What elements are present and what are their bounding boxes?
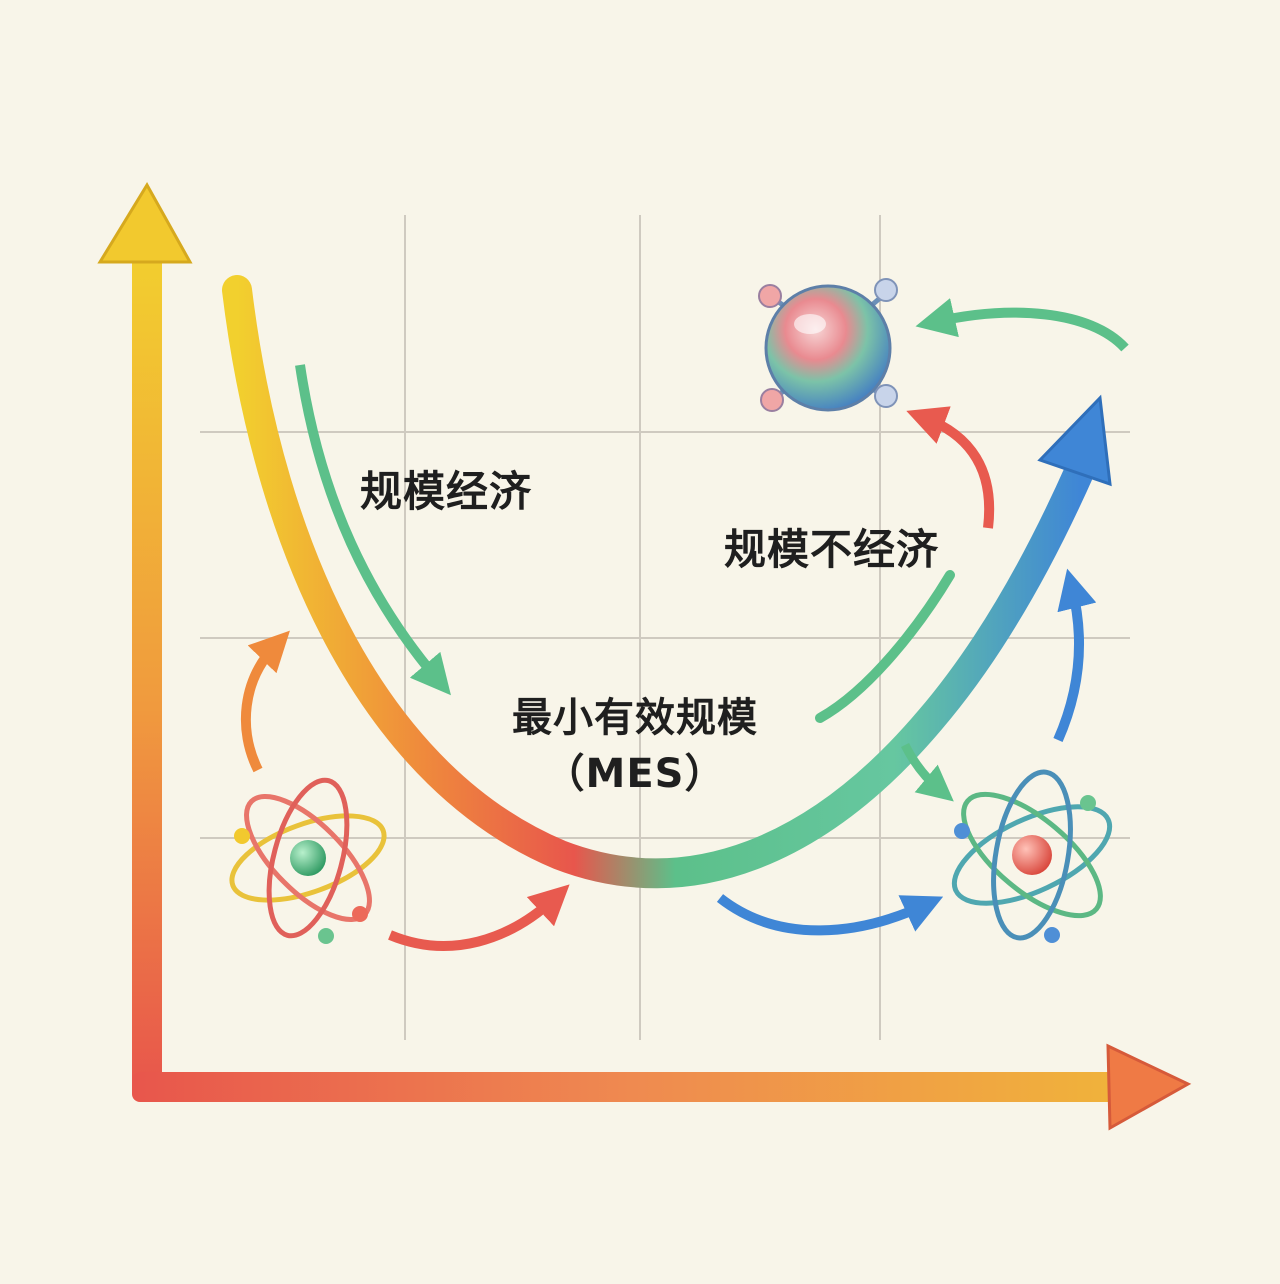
- diseconomies-stroke: [815, 570, 955, 723]
- orange-up-arrow: [240, 630, 290, 773]
- economies-arrow: [295, 364, 451, 696]
- green-small-arrow: [900, 742, 954, 802]
- molecule-sphere-icon: [758, 278, 898, 412]
- blue-bottom-arrow: [716, 894, 944, 936]
- cost-curve: [222, 275, 1112, 889]
- x-axis: [132, 1043, 1192, 1131]
- mes-label-line1: 最小有效规模: [512, 695, 758, 741]
- green-top-arrow: [915, 298, 1129, 352]
- mes-label-line2: （MES）: [544, 751, 726, 797]
- diseconomies-of-scale-label: 规模不经济: [724, 525, 940, 574]
- y-axis: [97, 182, 193, 1090]
- atom-icon: [951, 769, 1113, 943]
- blue-up-arrow: [1053, 568, 1097, 743]
- mes-label: 最小有效规模 （MES）: [512, 690, 758, 802]
- economies-of-scale-label: 规模经济: [360, 467, 533, 516]
- red-up-arrow: [906, 406, 995, 529]
- atom-icon: [229, 777, 387, 944]
- red-bottom-arrow: [388, 884, 570, 951]
